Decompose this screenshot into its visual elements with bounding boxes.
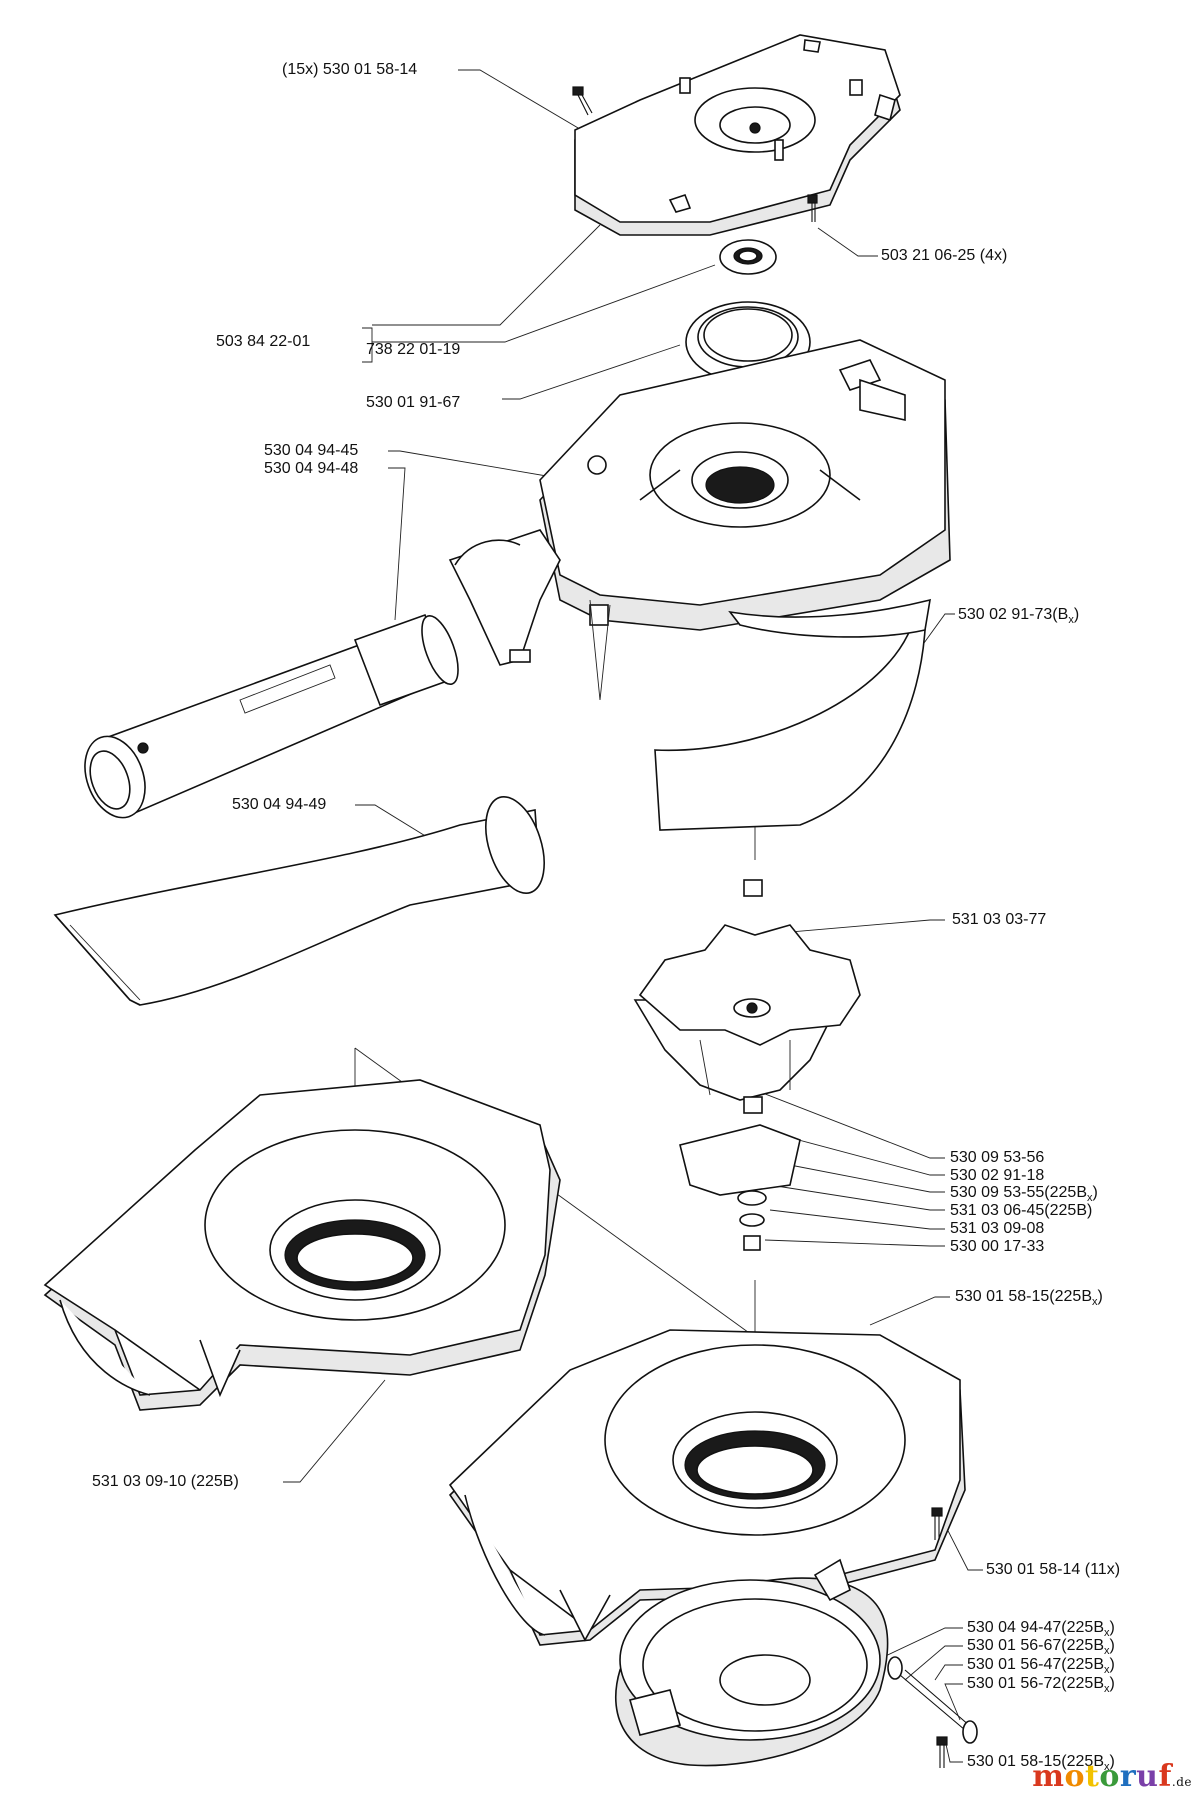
hinge-pin [887,1656,978,1744]
screw-icon [807,194,818,222]
brand-name: motoruf [1032,1759,1172,1794]
washers-and-nuts [679,1096,801,1251]
screw-icon [936,1736,948,1768]
part-label: 531 03 09-10 (225B) [92,1473,239,1490]
part-label: 530 04 94-48 [264,460,359,477]
part-label: 530 01 56-67(225Bx) [967,1637,1115,1657]
part-label: 530 01 58-15(225Bx) [967,1753,1115,1773]
brand-letter: u [1136,1759,1159,1794]
part-label: 530 04 94-47(225Bx) [967,1619,1115,1639]
part-label: 530 01 58-15(225Bx) [955,1288,1103,1308]
lower-housing [448,1329,966,1646]
part-label: 738 22 01-19 [366,341,461,358]
screw-icon [572,86,593,116]
impeller-nut [743,879,763,897]
top-cover [574,34,901,236]
brand-suffix: .de [1171,1775,1192,1789]
part-label: 530 01 91-67 [366,394,461,411]
part-label: 530 00 17-33 [950,1238,1045,1255]
brand-letter: f [1158,1759,1172,1794]
part-label: 530 01 56-47(225Bx) [967,1656,1115,1676]
nozzle [53,795,545,1006]
part-label: 530 09 53-55(225Bx) [950,1184,1098,1204]
shield-band [654,598,931,831]
brand-letter: o [1064,1759,1085,1794]
part-label: 531 03 06-45(225B) [950,1202,1093,1219]
seal-ring [685,301,811,383]
part-label: 503 84 22-01 [216,333,311,350]
part-label: 530 02 91-18 [950,1167,1045,1184]
brand-letter: o [1099,1759,1120,1794]
brand-letter: t [1084,1759,1100,1794]
part-label: (15x) 530 01 58-14 [282,61,418,78]
part-label: 530 04 94-45 [264,442,359,459]
brand-letter: r [1119,1759,1137,1794]
part-label: 530 02 91-73(Bx) [958,606,1080,626]
part-label: 531 03 03-77 [952,911,1047,928]
part-label: 530 01 56-72(225Bx) [967,1675,1115,1695]
suction-tube [84,613,459,819]
part-label: 530 09 53-56 [950,1149,1045,1166]
part-label: 531 03 09-08 [950,1220,1045,1237]
lid [615,1558,889,1767]
part-label: 530 01 58-14 (11x) [986,1561,1121,1578]
brand-watermark: motoruf.de [1032,1759,1192,1794]
impeller [633,924,861,1101]
brand-letter: m [1032,1759,1065,1794]
part-label: 503 21 06-25 (4x) [881,247,1008,264]
screw-icon [931,1507,943,1540]
upper-housing [448,339,951,701]
part-label: 530 04 94-49 [232,796,327,813]
left-housing [43,1079,561,1411]
bearing [719,239,777,275]
